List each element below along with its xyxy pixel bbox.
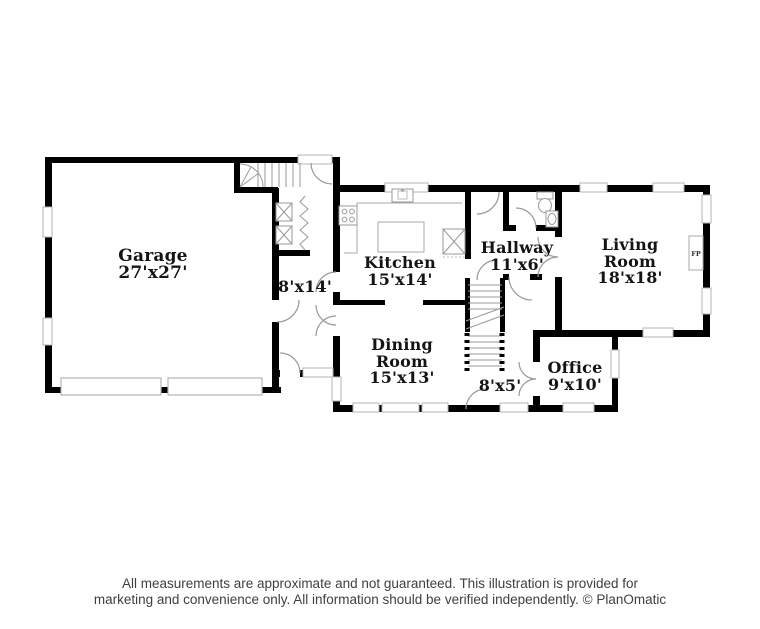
room-dims: 27'x27' [118,263,188,283]
room-label-hallway: Hallway 11'x6' [457,238,577,274]
room-name: Dining [371,335,433,354]
room-label-living: Living Room 18'x18' [570,235,690,287]
room-label-stairhall: 8'x5' [460,376,540,395]
disclaimer-line-1: All measurements are approximate and not… [121,576,639,591]
main-stairs-icon [464,284,505,372]
room-name: Office [547,358,603,377]
room-dims: 8'x14' [278,277,332,296]
fridge-icon [442,228,466,258]
room-name: Kitchen [364,253,436,272]
fireplace-label: FP [691,250,701,258]
kitchen-fixtures [338,188,466,258]
room-name: Room [603,251,657,271]
room-label-garage: Garage 27'x27' [83,248,223,282]
utility-zigzag [299,195,309,251]
fireplace: FP [688,235,704,271]
room-name: Living [601,235,659,254]
room-label-kitchen: Kitchen 15'x14' [340,253,460,289]
door-arcs [276,162,559,410]
bath-sink-icon [545,210,559,228]
room-name: Hallway [480,238,554,257]
garage-stairs-icon [239,163,301,188]
washer-dryer-icons [275,202,293,245]
kitchen-sink-icon [391,188,414,203]
garage-doors [60,377,263,396]
stove-icon [338,205,358,226]
counter-line [344,202,462,254]
bathroom-fixtures [536,191,559,228]
room-dims: 8'x5' [478,376,522,395]
room-name: Room [375,351,429,371]
kitchen-island [377,221,425,253]
toilet-icon [536,191,554,213]
room-label-office: Office 9'x10' [535,358,615,394]
room-name: Garage [118,246,188,266]
room-label-dining: Dining Room 15'x13' [342,335,462,387]
room-dims: 15'x14' [367,269,433,289]
room-dims: 11'x6' [490,254,544,274]
room-label-mudroom: 8'x14' [265,277,345,296]
disclaimer-text: All measurements are approximate and not… [0,576,760,607]
room-dims: 18'x18' [597,268,663,287]
disclaimer-line-2: marketing and convenience only. All info… [93,591,667,607]
room-dims: 9'x10' [548,374,602,394]
windows [42,154,712,413]
room-dims: 15'x13' [369,368,435,387]
